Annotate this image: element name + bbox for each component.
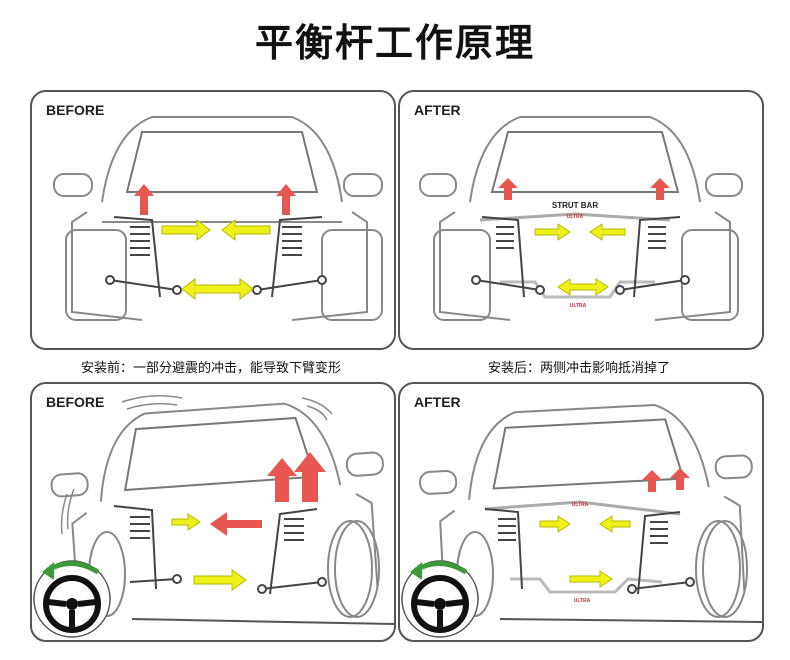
arrow-inward-left xyxy=(171,513,201,531)
up-arrow-large-right xyxy=(294,452,326,502)
caption-after: 安装后：两侧冲击影响抵消掉了 xyxy=(487,361,670,376)
right-shock-absorber xyxy=(257,508,327,595)
arrow-inward-left xyxy=(534,223,571,241)
car-front-diagram-tilted: ULTRA ULTRA xyxy=(401,403,762,638)
arrow-right-bottom xyxy=(193,569,247,591)
brand-label: ULTRA xyxy=(572,502,589,508)
up-arrow-right xyxy=(670,468,690,490)
panel-before-top: BEFORE xyxy=(30,90,396,350)
brand-label: ULTRA xyxy=(570,303,587,309)
strut-bar xyxy=(484,500,681,516)
panel-label: AFTER xyxy=(414,394,461,410)
up-arrow-left xyxy=(642,470,662,492)
car-front-diagram xyxy=(53,116,383,321)
lower-bar xyxy=(500,280,655,299)
right-shock-absorber xyxy=(627,511,695,595)
right-shock-absorber xyxy=(252,216,327,298)
panel-label: AFTER xyxy=(414,102,461,118)
up-arrow-left xyxy=(498,178,518,200)
arrow-inward-left xyxy=(161,218,211,242)
up-arrow-right xyxy=(650,178,670,200)
left-shock-absorber xyxy=(105,216,182,298)
page-title: 平衡杆工作原理 xyxy=(254,21,535,65)
left-shock-absorber xyxy=(484,508,523,590)
strut-bar-label: STRUT BAR xyxy=(552,201,598,210)
up-arrow-large-left xyxy=(267,458,297,502)
steering-wheel-icon xyxy=(33,560,111,638)
panel-after-top: AFTER STRUT BAR ULTRA ULTRA xyxy=(398,90,764,350)
right-shock-absorber xyxy=(615,216,690,298)
car-front-diagram-tilted xyxy=(33,395,394,638)
right-wheel xyxy=(327,520,380,618)
arrow-inward-left xyxy=(539,515,571,533)
left-shock-absorber xyxy=(471,216,545,298)
arrow-inward-right xyxy=(589,223,626,241)
up-arrow-right xyxy=(276,184,296,215)
arrow-left-red xyxy=(210,512,262,536)
left-shock-absorber xyxy=(113,505,182,590)
arrow-inward-right xyxy=(221,218,271,242)
panel-after-bottom: AFTER ULTRA ULTRA xyxy=(398,382,764,642)
lower-bar xyxy=(510,577,663,594)
ground-line xyxy=(499,618,762,623)
panel-label: BEFORE xyxy=(46,102,105,118)
double-arrow-bottom xyxy=(557,278,609,296)
arrow-inward-right xyxy=(599,515,631,533)
right-wheel xyxy=(695,520,748,618)
double-arrow-bottom xyxy=(181,277,254,301)
caption-before: 安装前：一部分避震的冲击，能导致下臂变形 xyxy=(80,361,341,376)
panel-before-bottom: BEFORE xyxy=(30,382,396,642)
motion-lines xyxy=(60,395,333,535)
up-arrow-left xyxy=(134,184,154,215)
brand-label: ULTRA xyxy=(574,598,591,604)
arrow-right-bottom xyxy=(569,570,613,588)
strut-bar xyxy=(479,212,671,222)
steering-wheel-icon xyxy=(401,560,479,638)
car-front-diagram: STRUT BAR ULTRA ULTRA xyxy=(419,116,743,321)
ground-line xyxy=(131,618,394,625)
panel-label: BEFORE xyxy=(46,394,105,410)
brand-label: ULTRA xyxy=(567,214,584,220)
